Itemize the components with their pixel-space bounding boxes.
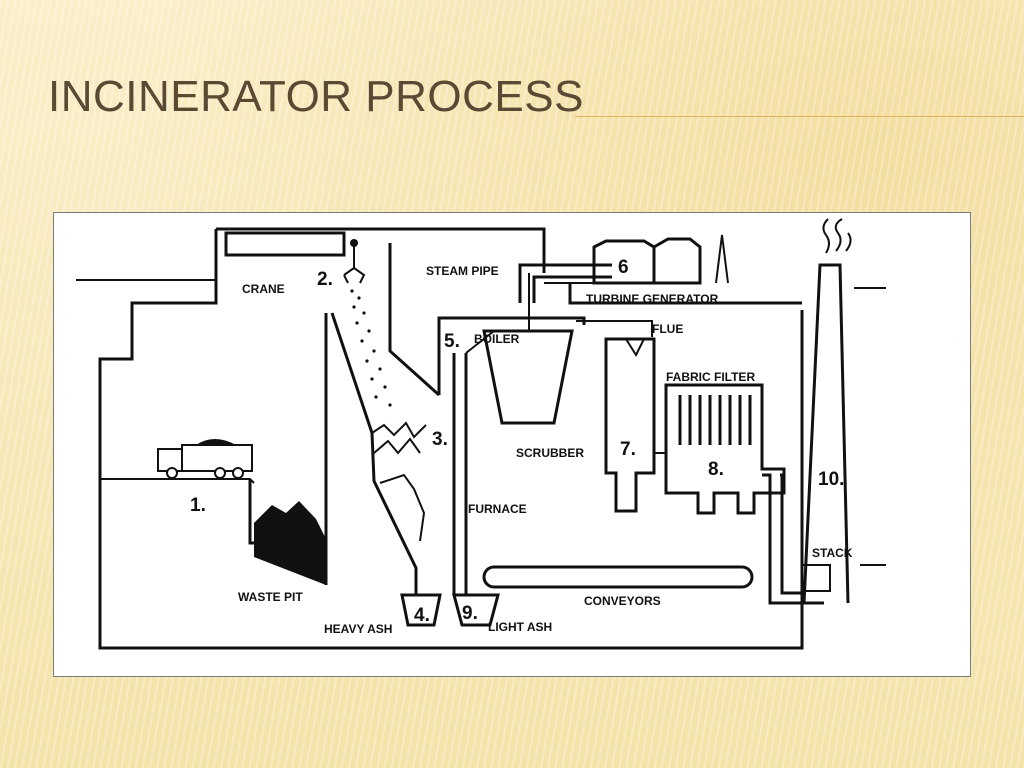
label-heavy-ash: HEAVY ASH (324, 622, 392, 636)
filter-bags (678, 395, 752, 445)
step-number-3: 3. (432, 429, 448, 450)
step-number-4: 4. (414, 605, 430, 626)
feed-chute (330, 243, 441, 595)
label-boiler: BOILER (474, 332, 520, 346)
diagram-drawing: CRANE STEAM PIPE TURBINE GENERATOR BOILE… (76, 218, 886, 650)
slide-title: Incinerator Process (48, 72, 584, 121)
cyclone-separator (604, 337, 656, 513)
step-number-8: 8. (708, 459, 724, 480)
boiler-scrubber (482, 273, 574, 425)
step-number-6: 6 (618, 257, 629, 278)
label-steam-pipe: STEAM PIPE (426, 264, 499, 278)
step-number-5: 5. (444, 331, 460, 352)
label-furnace: FURNACE (468, 502, 527, 516)
step-number-1: 1. (190, 495, 206, 516)
turbine-generator (576, 234, 729, 337)
title-rule (575, 116, 1024, 117)
falling-waste (350, 289, 392, 407)
garbage-truck-icon (157, 439, 253, 479)
heavy-ash-hopper (400, 593, 442, 627)
conveyor-belt (482, 565, 754, 589)
stack (801, 218, 852, 604)
step-number-9: 9. (462, 603, 478, 624)
label-fabric-filter: FABRIC FILTER (666, 370, 755, 384)
label-crane: CRANE (242, 282, 285, 296)
incinerator-diagram: CRANE STEAM PIPE TURBINE GENERATOR BOILE… (53, 212, 971, 677)
label-waste-pit: WASTE PIT (238, 590, 303, 604)
label-flue: FLUE (652, 322, 683, 336)
fabric-filter (654, 383, 786, 515)
building-outline (98, 227, 804, 650)
waste-pit (100, 313, 328, 585)
exhaust-duct (762, 473, 824, 605)
step-number-7: 7. (620, 439, 636, 460)
label-conveyors: CONVEYORS (584, 594, 661, 608)
step-number-2: 2. (317, 269, 333, 290)
label-scrubber: SCRUBBER (516, 446, 584, 460)
label-stack: STACK (812, 546, 853, 560)
crane (224, 231, 366, 284)
step-number-10: 10. (818, 469, 844, 490)
light-ash-hopper (452, 593, 500, 627)
label-light-ash: LIGHT ASH (488, 620, 552, 634)
ground-lines (76, 279, 886, 566)
label-turbine-generator: TURBINE GENERATOR (586, 292, 719, 306)
